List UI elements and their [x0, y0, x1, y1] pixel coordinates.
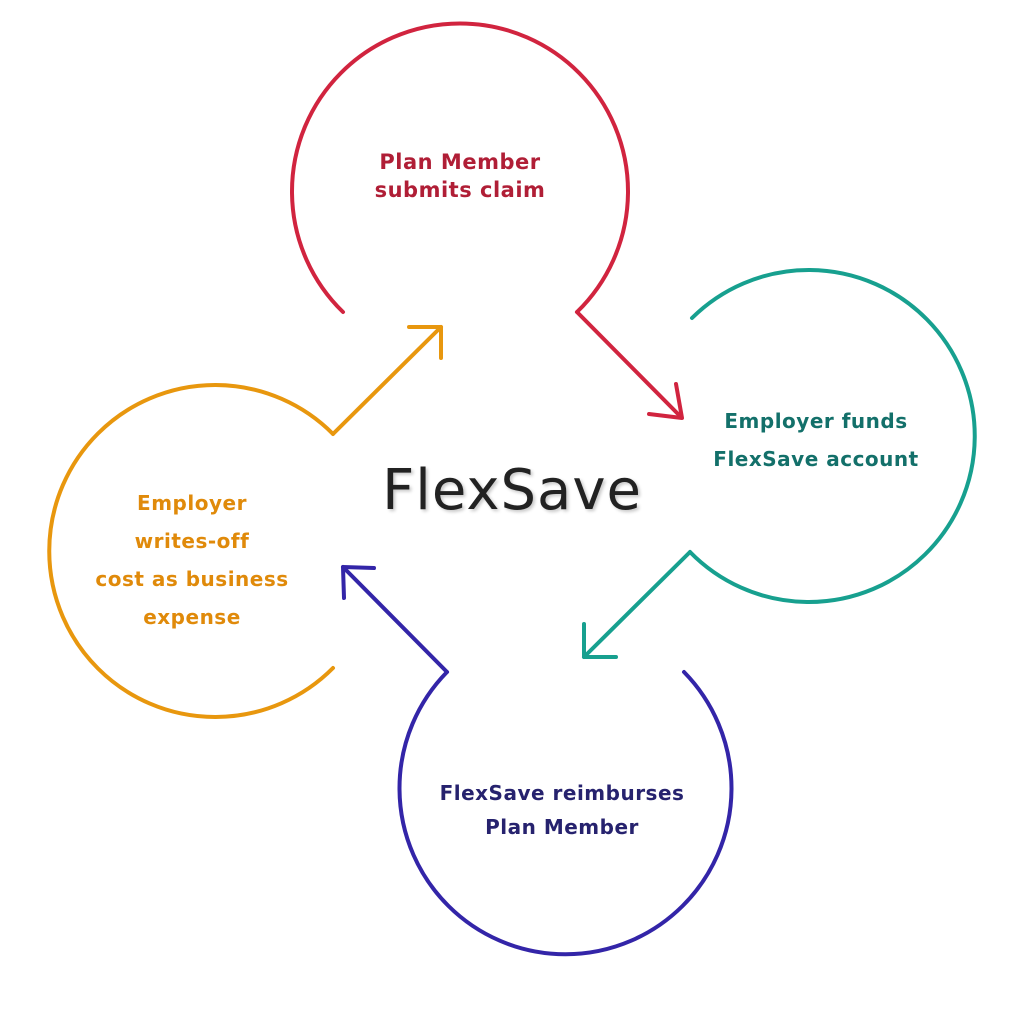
- step-top-line-2: submits claim: [374, 178, 546, 202]
- left-circle-group: [47, 325, 443, 719]
- left-circle: [47, 383, 335, 719]
- bottom-to-left-arrow-shaft: [341, 565, 449, 674]
- right-to-bottom-arrow-shaft: [582, 550, 692, 659]
- step-left-line-2: writes-off: [134, 529, 250, 553]
- bottom-circle-group: [341, 565, 734, 957]
- bottom-to-left-arrow-head: [341, 565, 376, 600]
- step-label-employer-funds-account: Employer funds FlexSave account: [676, 402, 956, 478]
- step-top-line-1: Plan Member: [379, 150, 541, 174]
- top-to-right-arrow-head: [647, 382, 684, 420]
- step-label-flexsave-reimburses: FlexSave reimburses Plan Member: [402, 776, 722, 844]
- top-circle: [290, 21, 630, 314]
- left-to-top-arrow-shaft: [331, 325, 443, 436]
- step-left-line-3: cost as business: [95, 567, 289, 591]
- step-label-employer-writes-off: Employer writes-off cost as business exp…: [62, 484, 322, 636]
- step-right-line-2: FlexSave account: [713, 447, 919, 471]
- right-circle-group: [582, 268, 977, 659]
- step-label-plan-member-submits-claim: Plan Member submits claim: [300, 148, 620, 204]
- step-left-line-4: expense: [143, 605, 241, 629]
- step-bottom-line-2: Plan Member: [485, 815, 639, 839]
- step-bottom-line-1: FlexSave reimburses: [439, 781, 685, 805]
- right-to-bottom-arrow-head: [582, 622, 618, 659]
- step-right-line-1: Employer funds: [724, 409, 908, 433]
- top-circle-group: [290, 21, 684, 420]
- bottom-circle: [397, 670, 734, 957]
- diagram-title: FlexSave: [382, 458, 642, 523]
- top-to-right-arrow-shaft: [575, 310, 682, 418]
- right-circle: [688, 268, 977, 604]
- left-to-top-arrow-head: [407, 325, 443, 360]
- step-left-line-1: Employer: [137, 491, 247, 515]
